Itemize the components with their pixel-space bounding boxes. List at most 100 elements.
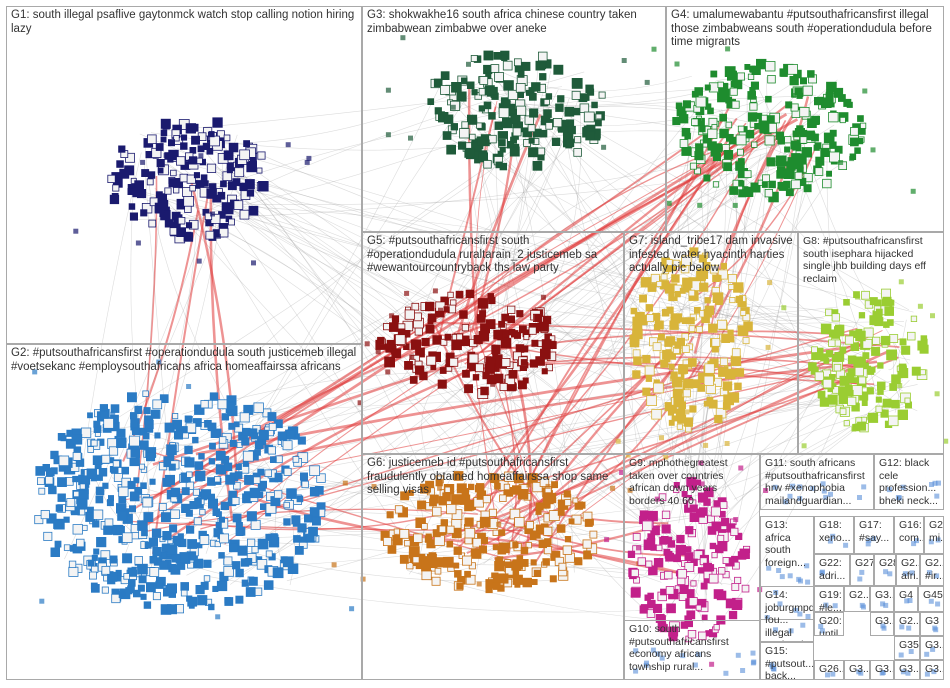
node-g8[interactable]	[829, 329, 837, 338]
node-g1[interactable]	[233, 200, 244, 210]
node-g2[interactable]	[109, 555, 118, 564]
node-g6[interactable]	[415, 517, 426, 529]
node-g7[interactable]	[625, 452, 631, 458]
node-g1[interactable]	[184, 231, 192, 239]
node-g4[interactable]	[828, 112, 839, 123]
node-g7[interactable]	[765, 344, 771, 350]
node-g31[interactable]	[904, 598, 910, 604]
node-g5[interactable]	[385, 369, 391, 375]
node-g25[interactable]	[935, 601, 941, 607]
node-g6[interactable]	[371, 484, 377, 489]
node-g2[interactable]	[207, 422, 217, 432]
node-g9[interactable]	[664, 570, 673, 580]
node-g8[interactable]	[882, 398, 892, 408]
node-g2[interactable]	[283, 501, 290, 509]
node-g5[interactable]	[357, 400, 363, 406]
node-g6[interactable]	[530, 559, 537, 566]
node-g9[interactable]	[698, 631, 707, 641]
node-g6[interactable]	[490, 473, 500, 484]
node-g6[interactable]	[531, 579, 538, 586]
node-g2[interactable]	[92, 520, 100, 528]
node-g2[interactable]	[122, 553, 133, 564]
node-g1[interactable]	[157, 199, 169, 211]
node-g5[interactable]	[449, 357, 459, 367]
node-g4[interactable]	[765, 95, 772, 103]
node-g8[interactable]	[831, 354, 840, 363]
node-g6[interactable]	[504, 471, 515, 482]
node-g3[interactable]	[521, 61, 531, 71]
node-g6[interactable]	[545, 483, 551, 489]
node-g3[interactable]	[585, 130, 595, 141]
node-g4[interactable]	[737, 148, 744, 156]
node-g1[interactable]	[209, 135, 220, 147]
node-g5[interactable]	[455, 290, 464, 299]
node-g4[interactable]	[749, 66, 757, 73]
node-g39[interactable]	[905, 670, 911, 676]
node-g14[interactable]	[773, 627, 778, 633]
node-g20[interactable]	[819, 628, 825, 634]
node-g1[interactable]	[206, 163, 217, 173]
node-g1[interactable]	[223, 150, 234, 161]
node-g5[interactable]	[443, 306, 450, 313]
node-g5[interactable]	[409, 354, 415, 360]
node-g8[interactable]	[874, 299, 882, 307]
node-g8[interactable]	[859, 391, 869, 401]
node-g1[interactable]	[146, 178, 154, 186]
node-g1[interactable]	[193, 172, 201, 179]
node-g2[interactable]	[254, 449, 261, 456]
node-g9[interactable]	[688, 597, 698, 607]
node-g10[interactable]	[633, 668, 639, 674]
node-g4[interactable]	[767, 75, 776, 84]
node-g6[interactable]	[446, 503, 457, 515]
node-g2[interactable]	[273, 490, 283, 499]
node-g2[interactable]	[305, 533, 315, 543]
node-g4[interactable]	[730, 81, 738, 88]
node-g8[interactable]	[897, 409, 909, 421]
node-g2[interactable]	[68, 560, 77, 568]
node-g11[interactable]	[772, 484, 778, 490]
node-g3[interactable]	[525, 89, 532, 96]
node-g2[interactable]	[179, 552, 190, 563]
node-g2[interactable]	[48, 485, 57, 495]
node-g11[interactable]	[828, 491, 833, 497]
node-g3[interactable]	[539, 73, 547, 81]
node-g2[interactable]	[181, 487, 190, 496]
node-g2[interactable]	[200, 400, 209, 409]
node-g13[interactable]	[787, 573, 793, 579]
node-g9[interactable]	[667, 540, 676, 548]
node-g2[interactable]	[215, 614, 221, 620]
node-g7[interactable]	[668, 419, 675, 426]
node-g2[interactable]	[193, 558, 204, 569]
node-g7[interactable]	[674, 290, 681, 297]
node-g5[interactable]	[540, 294, 546, 300]
node-g2[interactable]	[87, 446, 95, 453]
node-g6[interactable]	[526, 521, 535, 530]
node-g3[interactable]	[485, 89, 491, 95]
node-g1[interactable]	[249, 156, 257, 164]
node-g6[interactable]	[533, 569, 541, 577]
node-g7[interactable]	[653, 382, 664, 394]
node-g7[interactable]	[672, 259, 680, 267]
node-g3[interactable]	[596, 118, 602, 124]
node-g9[interactable]	[689, 482, 697, 491]
node-g16[interactable]	[914, 538, 919, 544]
node-g5[interactable]	[523, 334, 530, 341]
node-g8[interactable]	[880, 409, 889, 418]
node-g2[interactable]	[141, 529, 148, 537]
node-g2[interactable]	[253, 476, 261, 484]
node-g2[interactable]	[149, 556, 158, 564]
node-g7[interactable]	[656, 280, 663, 287]
node-g6[interactable]	[578, 501, 586, 509]
node-g9[interactable]	[722, 557, 730, 564]
node-g8[interactable]	[855, 294, 861, 300]
node-g3[interactable]	[503, 80, 512, 89]
node-g4[interactable]	[750, 182, 761, 193]
node-g6[interactable]	[496, 521, 502, 527]
node-g2[interactable]	[214, 540, 221, 548]
node-g34[interactable]	[899, 624, 905, 630]
node-g6[interactable]	[444, 486, 451, 493]
node-g9[interactable]	[661, 524, 671, 534]
node-g2[interactable]	[127, 392, 137, 403]
node-g1[interactable]	[170, 169, 177, 177]
node-g5[interactable]	[375, 349, 381, 355]
